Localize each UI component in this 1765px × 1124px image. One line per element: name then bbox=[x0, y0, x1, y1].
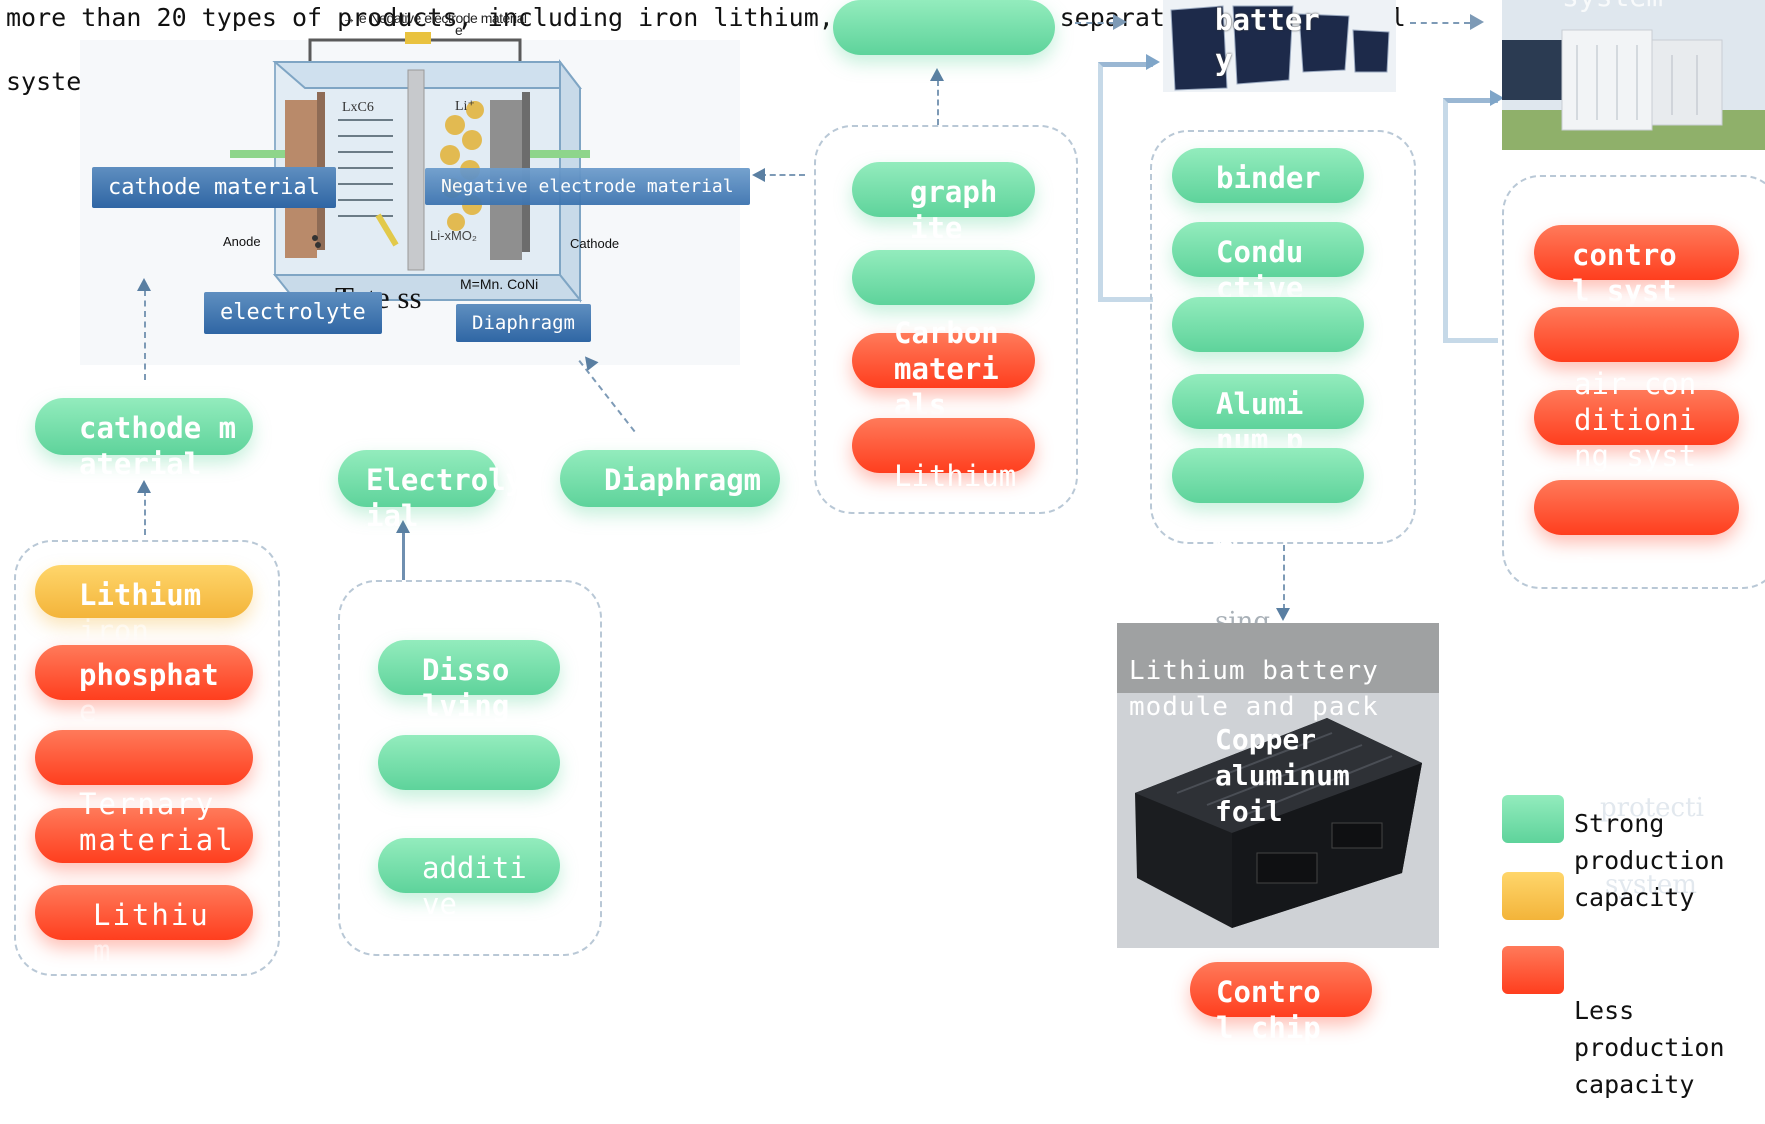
top-green-pill bbox=[833, 0, 1055, 55]
battery-label: battery bbox=[1215, 3, 1320, 77]
air-conditioning-pill: air conditioning system bbox=[1534, 367, 1739, 509]
group-auxiliary-materials bbox=[1150, 130, 1416, 544]
solar-panel-photo: battery bbox=[1163, 0, 1396, 92]
cell-li-label: Li⁺ bbox=[455, 99, 475, 114]
carbon-materials-text: Carbon materials bbox=[894, 316, 999, 422]
arrow-cathode-up bbox=[144, 290, 146, 380]
legend-faint-2: system bbox=[1605, 870, 1697, 900]
graphite-text: graphite bbox=[910, 175, 998, 245]
diaphragm-pill: Diaphragm bbox=[560, 450, 780, 507]
solar-panel-illustration bbox=[1163, 0, 1396, 92]
aluminum-plastic-film-pill: Aluminum plastic film bbox=[1172, 374, 1364, 565]
power-pill: Power bbox=[1534, 480, 1739, 585]
arrow-electrolyte-up bbox=[402, 530, 405, 580]
arrow-head-cathode bbox=[137, 278, 151, 291]
lithium-text-2: m bbox=[93, 934, 113, 968]
cathode-material-text: cathode material bbox=[79, 411, 237, 481]
lithium-iron-phosphate-pill: Lithium iron bbox=[35, 565, 253, 648]
dissolving-agent-pill: Dissolving agent bbox=[378, 640, 560, 759]
lfp-line-4: e bbox=[79, 694, 97, 728]
air-conditioning-text: air conditioning system bbox=[1574, 367, 1697, 509]
elbow-head-battery bbox=[1146, 54, 1160, 70]
legend-faint-1: protecti bbox=[1600, 793, 1704, 823]
phosphate-pill: phosphat e bbox=[35, 645, 253, 728]
arrow-graphite-up bbox=[937, 80, 939, 125]
arrow-head-battery bbox=[1113, 14, 1127, 30]
diaphragm-tag: Diaphragm bbox=[456, 304, 591, 342]
lfp-line-1: Lithium bbox=[79, 578, 202, 612]
lfp-line-2: iron bbox=[79, 614, 149, 648]
ternary-material-pill: Ternary material bbox=[35, 787, 253, 863]
module-title-bar bbox=[1117, 623, 1439, 693]
storage-cabinet-illustration bbox=[1502, 0, 1765, 150]
arrow-head-electrolyte bbox=[396, 520, 410, 533]
legend-swatch-yellow bbox=[1502, 872, 1564, 920]
legend-strong-label: Strong production capacity bbox=[1574, 809, 1725, 912]
conductive-agent-pill-2 bbox=[1172, 297, 1364, 352]
arrow-head-lfp bbox=[137, 480, 151, 493]
lfp-line-3: phosphat bbox=[79, 658, 219, 692]
conductive-agent-pill: Conductive agent bbox=[1172, 222, 1364, 341]
arrow-diaphragm-diag bbox=[576, 360, 636, 434]
cell-lxc6-label: LxC6 bbox=[342, 100, 374, 115]
arrow-lfp-up bbox=[144, 490, 146, 535]
group-negative-materials bbox=[814, 125, 1078, 514]
lithium-negative-text: Lithium bbox=[894, 459, 1017, 493]
cell-mn-co-ni-label: M=Mn. CoNi bbox=[460, 276, 539, 292]
arrow-head-negative bbox=[752, 168, 765, 182]
power-text: Power bbox=[1576, 551, 1668, 585]
legend-swatch-red bbox=[1502, 946, 1564, 994]
graphite-pill-2 bbox=[852, 250, 1035, 305]
additive-text: additive bbox=[422, 851, 527, 921]
electrolyte-tag: electrolyte bbox=[204, 292, 382, 334]
cell-top-label: → e Negative electrode material bbox=[342, 10, 527, 26]
dissolving-agent-pill-2 bbox=[378, 735, 560, 790]
arrow-head-system bbox=[1470, 14, 1484, 30]
carbon-materials-pill: Carbon materials bbox=[852, 316, 1035, 422]
additive-pill: additive bbox=[378, 838, 560, 921]
arrow-head-graphite bbox=[930, 68, 944, 81]
lithium-negative-pill: Lithium bbox=[852, 418, 1035, 493]
cell-lixmo2-label: Li-xMO₂ bbox=[430, 228, 477, 243]
control-system-pill-2 bbox=[1534, 307, 1739, 362]
graphite-pill: graphite bbox=[852, 162, 1035, 245]
arrow-module-down bbox=[1283, 545, 1285, 610]
ternary-material-pill-top bbox=[35, 730, 253, 785]
cell-e-label: e bbox=[455, 22, 463, 38]
legend-less-label: Less production capacity bbox=[1574, 996, 1725, 1099]
arrow-head-module bbox=[1276, 608, 1290, 621]
ternary-material-text: Ternary material bbox=[79, 787, 235, 857]
diaphragm-text: Diaphragm bbox=[604, 463, 762, 497]
elbow-system bbox=[1443, 98, 1498, 343]
binder-text: binder bbox=[1216, 161, 1321, 195]
aluminum-plastic-film-pill-2 bbox=[1172, 448, 1364, 503]
cathode-material-pill: cathode material bbox=[35, 398, 253, 481]
cell-anode-label: Anode bbox=[223, 234, 261, 249]
electrolyte-material-pill: Electrolyte material bbox=[338, 450, 663, 533]
control-chip-text: Control chip bbox=[1216, 975, 1321, 1045]
module-title: Lithium battery module and pack bbox=[1129, 656, 1379, 722]
lithium-pill: Lithiu m bbox=[35, 885, 253, 968]
arrow-to-system bbox=[1410, 22, 1470, 24]
arrow-to-battery bbox=[1075, 22, 1115, 24]
elbow-head-system bbox=[1490, 90, 1504, 106]
group-cathode-materials bbox=[14, 540, 280, 976]
energy-storage-system-photo: system bbox=[1502, 0, 1765, 150]
arrow-negative-left bbox=[760, 174, 805, 176]
control-chip-pill: Control chip bbox=[1190, 962, 1372, 1045]
group-system-components bbox=[1502, 175, 1765, 589]
cathode-material-tag: cathode material bbox=[92, 167, 336, 208]
copper-aluminum-foil-text: Copper aluminum foil bbox=[1215, 723, 1350, 828]
group-electrolyte-materials bbox=[338, 580, 602, 956]
cell-cathode-label: Cathode bbox=[570, 236, 620, 251]
elbow-battery bbox=[1098, 62, 1153, 302]
control-system-pill: control system bbox=[1534, 225, 1739, 344]
lithium-text: Lithiu bbox=[93, 898, 210, 932]
system-top-label: system bbox=[1562, 0, 1663, 13]
battery-module-photo: Lithium battery module and pack Copper a… bbox=[1117, 623, 1439, 948]
negative-electrode-tag: Negative electrode material bbox=[425, 168, 750, 205]
binder-pill: binder bbox=[1172, 148, 1364, 203]
legend-swatch-green bbox=[1502, 795, 1564, 843]
